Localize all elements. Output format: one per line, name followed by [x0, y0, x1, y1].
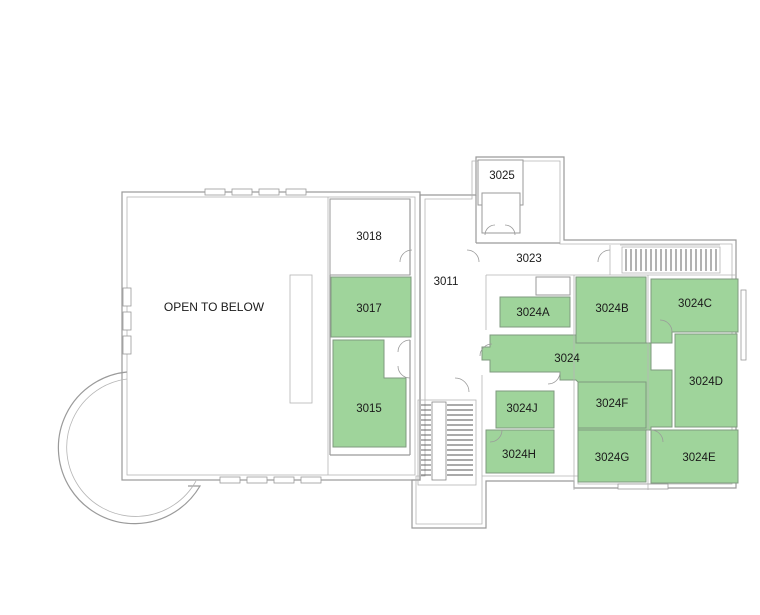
label-3024F: 3024F	[596, 398, 629, 410]
assigned-rooms	[330, 276, 739, 484]
room-3015[interactable]	[332, 339, 407, 448]
label-3015: 3015	[356, 403, 382, 415]
round-bay	[57, 371, 202, 525]
room-3024J[interactable]	[495, 390, 555, 429]
label-3024H: 3024H	[502, 449, 536, 461]
unassigned-rooms	[329, 159, 571, 296]
stairs-east	[621, 246, 721, 274]
room-3024E[interactable]	[650, 429, 739, 484]
windows	[122, 188, 747, 490]
label-3024A: 3024A	[516, 307, 550, 319]
room-3024C[interactable]	[650, 278, 739, 344]
label-3025: 3025	[489, 170, 515, 182]
room-labels: OPEN TO BELOW 3025 3018 3011 3023 3017 3…	[164, 170, 723, 464]
room-3024H[interactable]	[485, 429, 555, 474]
label-3017: 3017	[356, 303, 382, 315]
label-3024: 3024	[554, 353, 580, 365]
doors	[397, 224, 673, 443]
label-3024E: 3024E	[682, 452, 716, 464]
interior-walls	[329, 195, 736, 490]
room-3024D[interactable]	[674, 333, 738, 428]
label-3024J: 3024J	[506, 403, 537, 415]
label-3024D: 3024D	[689, 376, 723, 388]
label-open-to-below: OPEN TO BELOW	[164, 300, 265, 314]
room-3024B[interactable]	[575, 276, 647, 344]
room-3024G[interactable]	[577, 429, 647, 483]
label-3023: 3023	[516, 253, 542, 265]
room-3024[interactable]	[481, 334, 673, 431]
stairs-south	[417, 399, 477, 486]
open-to-below-area	[289, 197, 329, 475]
room-3024A[interactable]	[499, 296, 571, 328]
label-3011: 3011	[434, 276, 459, 288]
label-3024G: 3024G	[595, 452, 630, 464]
room-3024F[interactable]	[577, 381, 647, 429]
room-3017[interactable]	[330, 276, 412, 338]
label-3018: 3018	[356, 231, 382, 243]
label-3024C: 3024C	[678, 298, 712, 310]
label-3024B: 3024B	[595, 303, 629, 315]
